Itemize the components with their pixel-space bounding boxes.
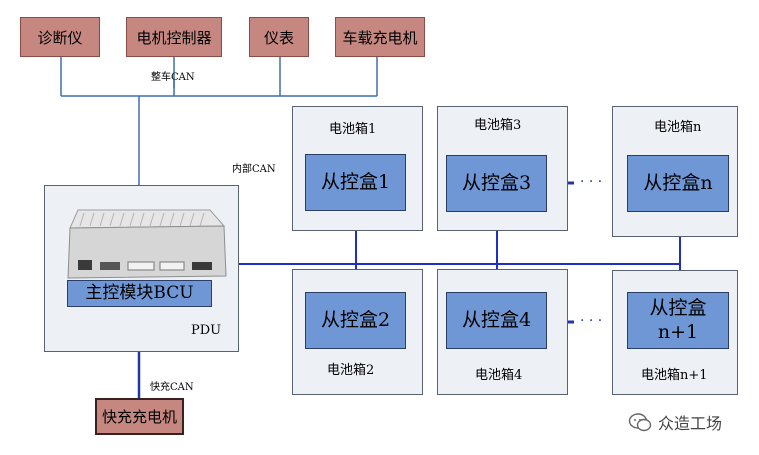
- watermark: 众造工场: [628, 410, 722, 434]
- bcu-box: 主控模块BCU: [67, 280, 212, 307]
- device-instrument: 仪表: [249, 17, 309, 57]
- battery-box-4-label: 电池箱4: [475, 368, 523, 383]
- slave-box-4: 从控盒4: [446, 292, 547, 349]
- slave-box-2: 从控盒2: [305, 292, 406, 349]
- pdu-label: PDU: [191, 323, 222, 338]
- vehicle-can-label: 整车CAN: [151, 72, 195, 83]
- slave-box-n-plus-1: 从控盒 n+1: [627, 292, 729, 349]
- internal-can-label: 内部CAN: [232, 164, 276, 175]
- battery-box-n-label: 电池箱n: [654, 120, 702, 135]
- slave-box-1: 从控盒1: [305, 154, 406, 211]
- bcu-device-image: [67, 209, 227, 279]
- slave-box-n-plus-1-line2: n+1: [657, 320, 699, 343]
- fast-charge-can-label: 快充CAN: [150, 382, 194, 393]
- device-onboard-charger: 车载充电机: [335, 17, 425, 57]
- slave-box-n-plus-1-line1: 从控盒: [649, 296, 707, 319]
- ellipsis-bottom: · · ·: [580, 313, 603, 329]
- watermark-text: 众造工场: [658, 414, 723, 433]
- ellipsis-top: · · ·: [580, 174, 603, 190]
- battery-box-1-label: 电池箱1: [329, 122, 377, 137]
- device-diagnostic-tool: 诊断仪: [20, 17, 100, 57]
- battery-box-n-plus-1-label: 电池箱n+1: [641, 368, 708, 383]
- fast-charger-box: 快充充电机: [95, 398, 184, 435]
- slave-box-n: 从控盒n: [627, 155, 729, 212]
- battery-box-2-label: 电池箱2: [327, 363, 375, 378]
- device-motor-controller: 电机控制器: [126, 17, 222, 57]
- slave-box-3: 从控盒3: [446, 155, 547, 212]
- wechat-icon: [628, 413, 652, 432]
- battery-box-3-label: 电池箱3: [474, 118, 522, 133]
